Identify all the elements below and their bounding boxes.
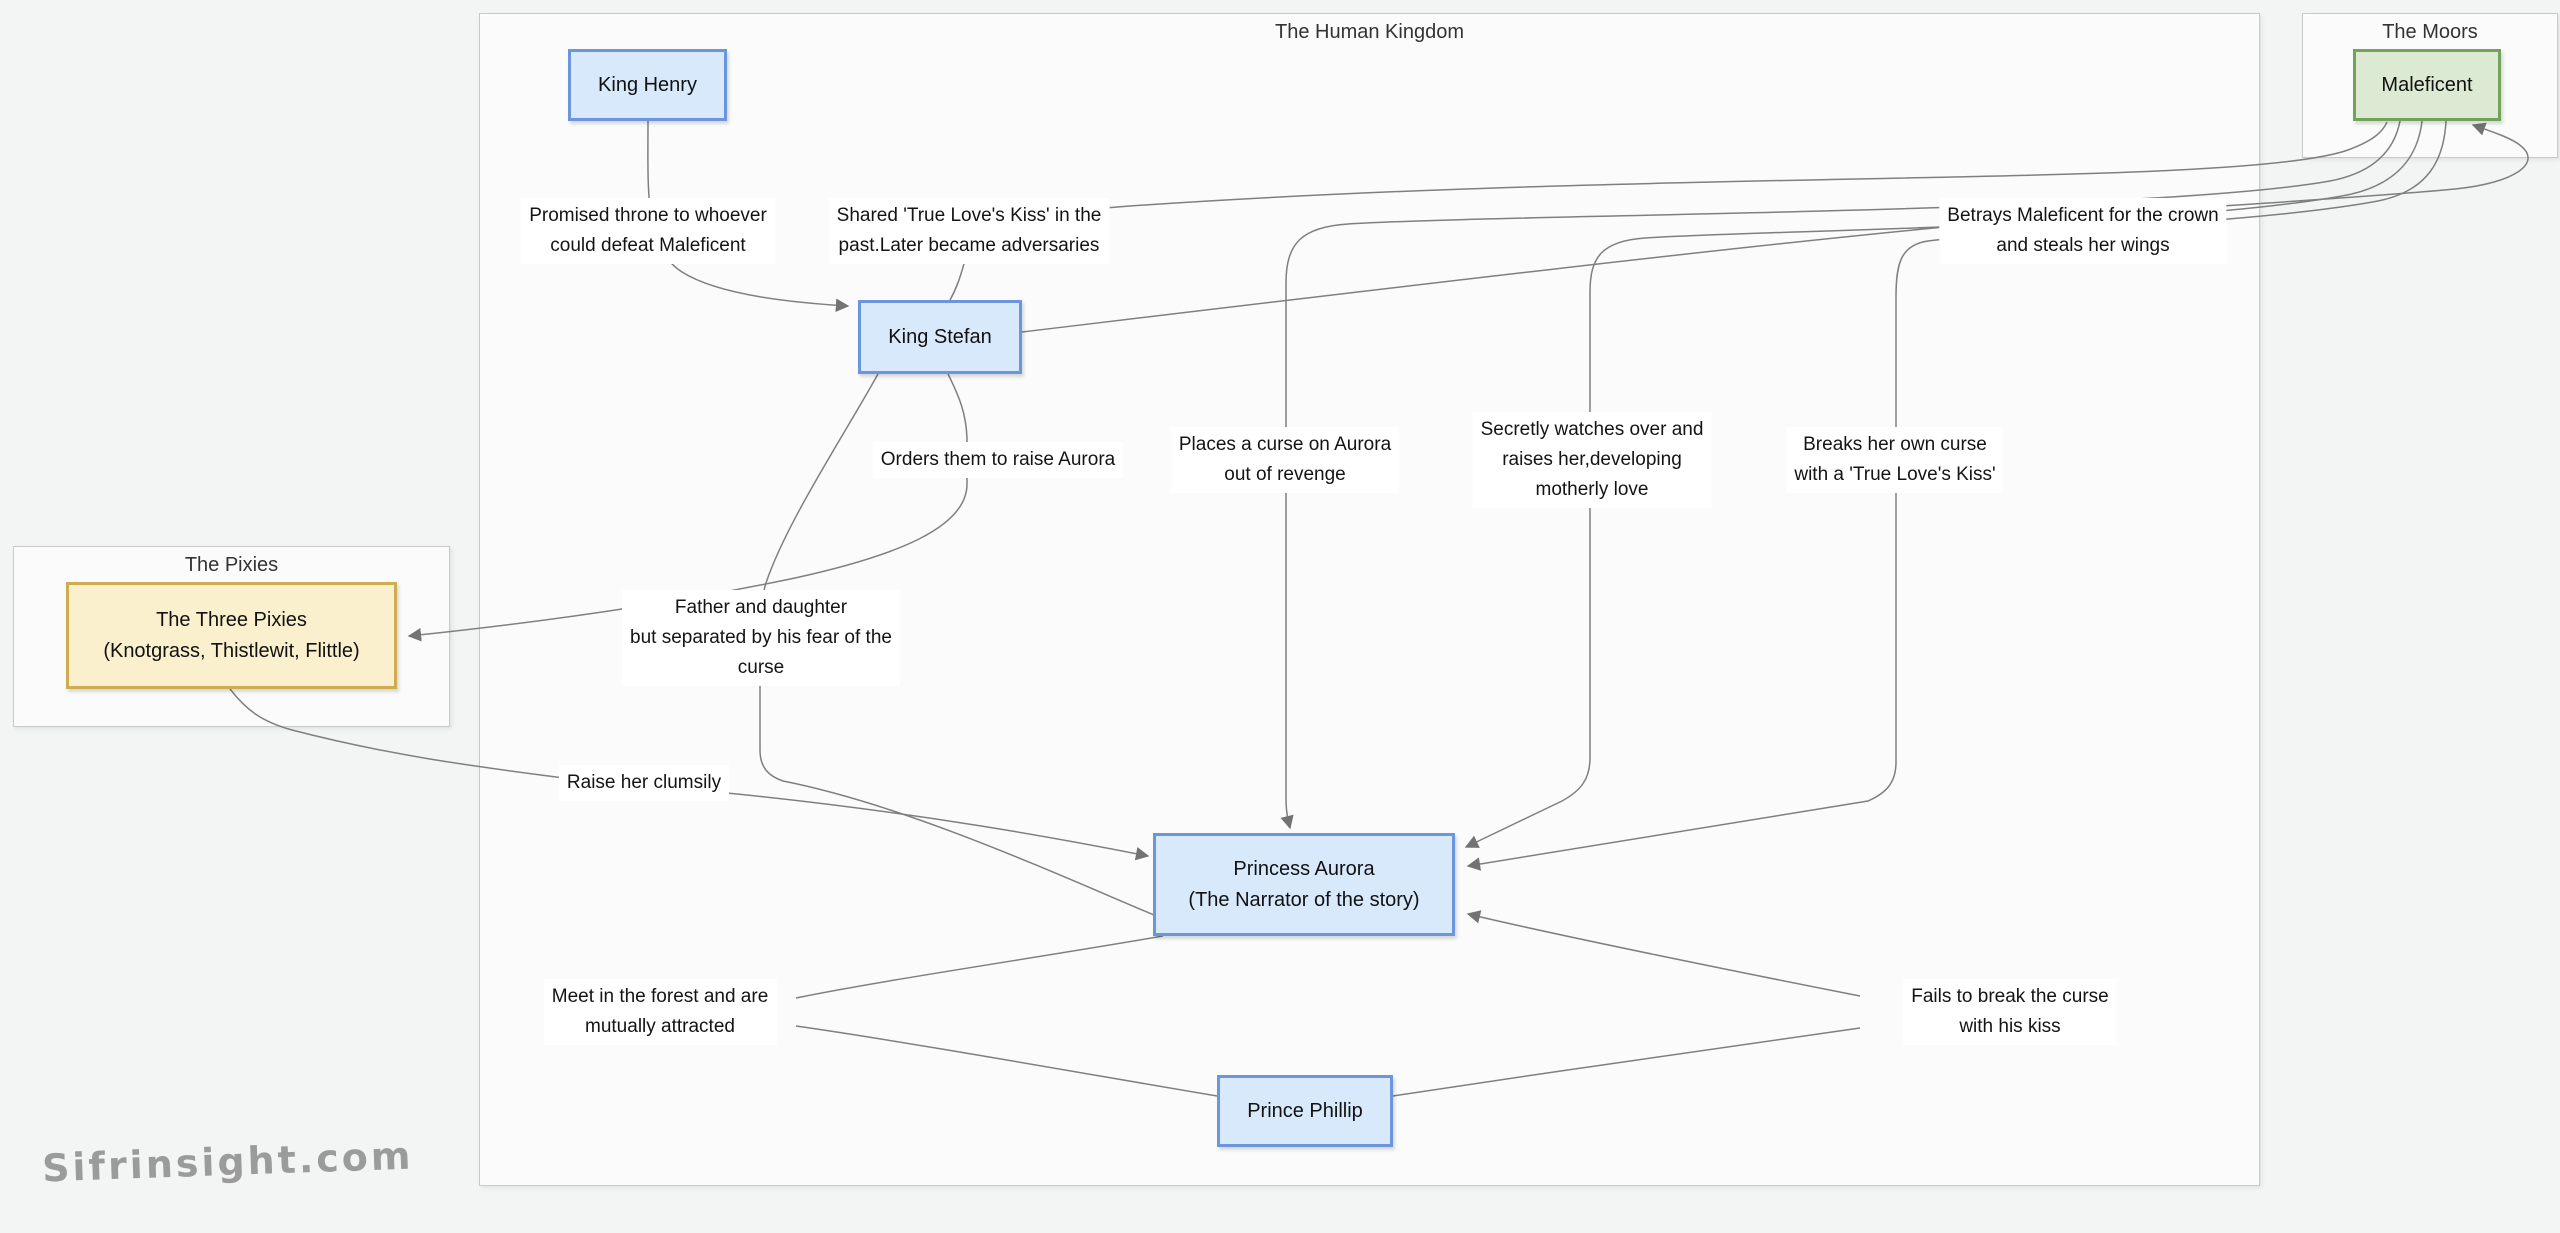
edge-label-father-line2: but separated by his fear of the — [630, 626, 892, 648]
watermark-text: Sifrinsight.com — [41, 1133, 415, 1191]
edge-label-shared-line2: past.Later became adversaries — [838, 235, 1100, 256]
edge-label-curse-line2: out of revenge — [1224, 464, 1346, 485]
edge-label-meet-line2: mutually attracted — [585, 1016, 735, 1037]
edge-label-shared: Shared 'True Love's Kiss' in the past.La… — [828, 197, 1110, 265]
edge-label-promised: Promised throne to whoever could defeat … — [521, 197, 775, 265]
node-three-pixies: The Three Pixies (Knotgrass, Thistlewit,… — [66, 582, 397, 689]
edge-label-fails-line2: with his kiss — [1959, 1016, 2061, 1037]
edge-label-father: Father and daughter but separated by his… — [622, 589, 900, 687]
edge-label-watches-line1: Secretly watches over and — [1480, 418, 1704, 440]
node-king-henry: King Henry — [568, 49, 727, 121]
node-three-pixies-label-line1: The Three Pixies — [156, 608, 307, 631]
edge-label-breaks-line2: with a 'True Love's Kiss' — [1794, 464, 1996, 485]
edge-label-curse: Places a curse on Aurora out of revenge — [1170, 426, 1400, 494]
edge-label-betrays-line1: Betrays Maleficent for the crown — [1947, 204, 2219, 226]
edge-label-fails: Fails to break the curse with his kiss — [1903, 978, 2117, 1046]
group-moors-title: The Moors — [2382, 21, 2478, 43]
edge-label-curse-line1: Places a curse on Aurora — [1178, 433, 1392, 455]
edge-label-orders-line1: Orders them to raise Aurora — [880, 448, 1116, 470]
node-prince-phillip: Prince Phillip — [1217, 1075, 1393, 1147]
edge-label-breaks-line1: Breaks her own curse — [1803, 433, 1987, 455]
edge-label-betrays: Betrays Maleficent for the crown and ste… — [1939, 197, 2227, 265]
edge-label-betrays-line2: and steals her wings — [1996, 235, 2170, 256]
group-human-kingdom-title: The Human Kingdom — [1275, 21, 1464, 43]
edge-label-promised-line2: could defeat Maleficent — [550, 235, 746, 256]
edge-label-father-line1: Father and daughter — [674, 596, 848, 618]
edge-label-watches-line2: raises her,developing — [1502, 448, 1682, 470]
edge-label-orders: Orders them to raise Aurora — [872, 441, 1124, 479]
node-king-stefan-label: King Stefan — [888, 325, 992, 348]
edge-label-meet-line1: Meet in the forest and are — [551, 985, 769, 1007]
group-pixies-title: The Pixies — [184, 554, 279, 576]
edge-label-father-line3: curse — [737, 657, 785, 679]
edge-label-meet: Meet in the forest and are mutually attr… — [543, 978, 777, 1046]
edge-label-raise-line1: Raise her clumsily — [566, 771, 722, 793]
edge-label-shared-line1: Shared 'True Love's Kiss' in the — [836, 204, 1102, 226]
node-king-stefan: King Stefan — [858, 300, 1022, 374]
edge-label-watches: Secretly watches over and raises her,dev… — [1472, 411, 1712, 509]
node-maleficent: Maleficent — [2353, 49, 2501, 121]
node-princess-aurora: Princess Aurora (The Narrator of the sto… — [1153, 833, 1455, 936]
node-prince-phillip-label: Prince Phillip — [1247, 1099, 1363, 1122]
edge-label-watches-line3: motherly love — [1535, 479, 1649, 501]
node-princess-aurora-label-line2: (The Narrator of the story) — [1188, 888, 1420, 911]
node-princess-aurora-label-line1: Princess Aurora — [1233, 857, 1375, 880]
node-maleficent-label: Maleficent — [2381, 73, 2473, 96]
node-three-pixies-label-line2: (Knotgrass, Thistlewit, Flittle) — [103, 639, 360, 662]
edge-label-raise: Raise her clumsily — [558, 764, 730, 802]
edge-label-promised-line1: Promised throne to whoever — [529, 204, 767, 226]
edge-label-breaks: Breaks her own curse with a 'True Love's… — [1786, 426, 2004, 494]
node-king-henry-label: King Henry — [598, 73, 697, 96]
edge-label-fails-line1: Fails to break the curse — [1911, 985, 2109, 1007]
